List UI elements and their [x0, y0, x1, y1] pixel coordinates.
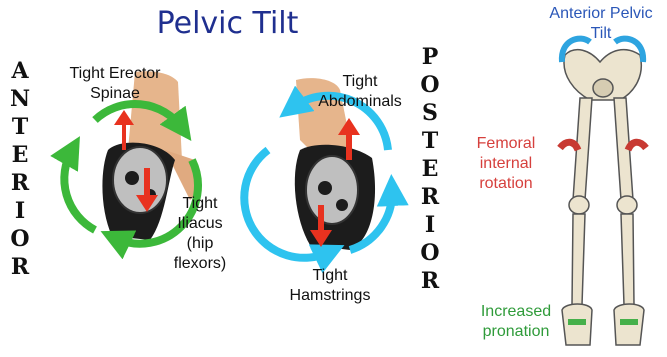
- label-line: Tight: [308, 72, 412, 92]
- left-femoral-rotation-arrow: [560, 142, 578, 150]
- label-tight-iliacus: Tight Iliacus (hip flexors): [168, 194, 232, 274]
- label-tight-hamstrings: Tight Hamstrings: [276, 266, 384, 306]
- left-knee: [569, 196, 589, 214]
- skeleton-lower-body: [562, 50, 644, 345]
- posterior-pelvis-bone: [306, 156, 358, 224]
- anterior-pelvis-bone: [113, 147, 167, 213]
- right-knee: [617, 196, 637, 214]
- left-tibia: [572, 214, 585, 305]
- label-line: Tilt: [538, 24, 664, 44]
- posterior-pelvis-hole: [318, 181, 332, 195]
- label-line: Abdominals: [308, 92, 412, 112]
- label-line: rotation: [466, 174, 546, 194]
- label-line: Tight: [276, 266, 384, 286]
- label-femoral-internal-rotation: Femoral internal rotation: [466, 134, 546, 194]
- label-line: pronation: [466, 322, 566, 342]
- label-increased-pronation: Increased pronation: [466, 302, 566, 342]
- label-line: Spinae: [60, 84, 170, 104]
- label-line: Anterior Pelvic: [538, 4, 664, 24]
- label-line: Tight: [168, 194, 232, 214]
- label-anterior-pelvic-tilt: Anterior Pelvic Tilt: [538, 4, 664, 44]
- label-tight-erector-spinae: Tight Erector Spinae: [60, 64, 170, 104]
- label-line: Iliacus: [168, 214, 232, 234]
- skeleton-sacrum: [593, 79, 613, 97]
- green-rotation-arrow-left: [64, 150, 95, 230]
- label-tight-abdominals: Tight Abdominals: [308, 72, 412, 112]
- label-line: Femoral: [466, 134, 546, 154]
- posterior-pelvis-hole: [336, 199, 348, 211]
- right-femoral-rotation-arrow: [628, 142, 646, 150]
- label-line: Increased: [466, 302, 566, 322]
- label-line: flexors): [168, 254, 232, 274]
- label-line: Hamstrings: [276, 286, 384, 306]
- label-line: Tight Erector: [60, 64, 170, 84]
- label-line: internal: [466, 154, 546, 174]
- anterior-pelvis-hole: [125, 171, 139, 185]
- label-line: (hip: [168, 234, 232, 254]
- right-tibia: [621, 214, 634, 305]
